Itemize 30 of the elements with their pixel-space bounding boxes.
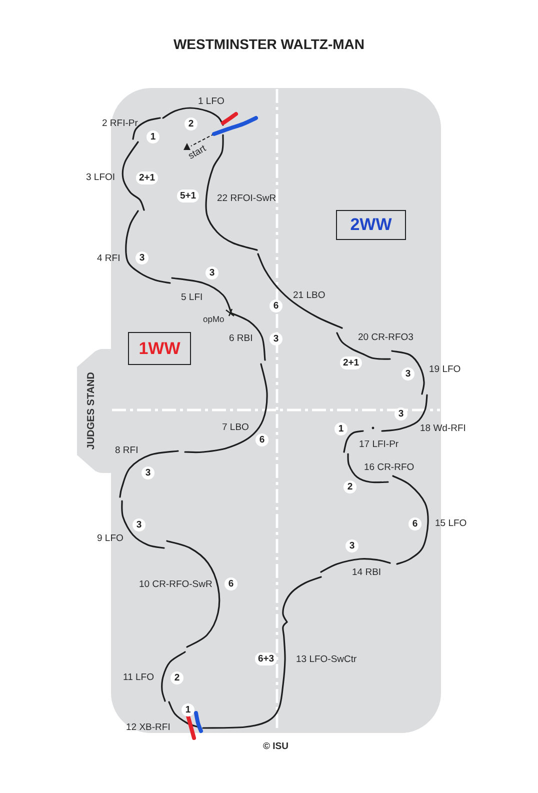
sequence-tag: 1WW bbox=[128, 332, 191, 365]
step-label: 19 LFO bbox=[429, 364, 461, 374]
step-label: 4 RFI bbox=[97, 252, 120, 264]
step-label: 7 LBO bbox=[222, 422, 249, 432]
step-label: 17 LFI-Pr bbox=[359, 438, 399, 450]
step-label: 20 CR-RFO3 bbox=[358, 332, 414, 342]
step-label: 3 LFOI bbox=[86, 172, 116, 182]
step-label: 14 RBI bbox=[352, 566, 382, 578]
copyright-notice: © ISU bbox=[263, 740, 288, 752]
step-label: 22 RFOI-SwR bbox=[217, 192, 276, 204]
step-label: 21 LBO bbox=[293, 290, 326, 300]
judges-stand-label: JUDGES STAND bbox=[86, 372, 98, 450]
sequence-tag: 2WW bbox=[336, 210, 406, 240]
step-label: 10 CR-RFO-SwR bbox=[139, 578, 212, 590]
step-label: 5 LFI bbox=[181, 292, 203, 302]
step-note: opMo bbox=[203, 314, 224, 324]
step-label: 13 LFO-SwCtr bbox=[296, 654, 357, 664]
step-label: 11 LFO bbox=[123, 672, 154, 682]
step-label: 16 CR-RFO bbox=[364, 462, 414, 472]
step-label: 6 RBI bbox=[229, 332, 253, 344]
step-label: 1 LFO bbox=[198, 96, 224, 106]
step-label: 8 RFI bbox=[115, 444, 138, 456]
step-label: 9 LFO bbox=[97, 532, 124, 544]
step-label: 15 LFO bbox=[435, 518, 467, 528]
step-label: 12 XB-RFI bbox=[126, 722, 170, 732]
step-label: 2 RFI-Pr bbox=[102, 118, 138, 128]
judges-stand-tab bbox=[77, 349, 112, 473]
diagram-title: WESTMINSTER WALTZ-MAN bbox=[173, 36, 365, 52]
start-label: start bbox=[186, 142, 208, 162]
step-label: 18 Wd-RFI bbox=[420, 422, 466, 434]
